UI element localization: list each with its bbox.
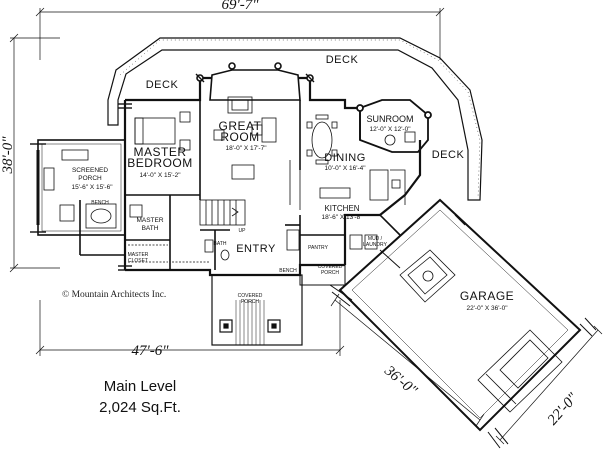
interior-walls (79, 100, 401, 270)
garage-walls (338, 198, 582, 432)
label-screened-porch-size: 15'-6" X 15'-6" (71, 184, 113, 191)
stair (199, 199, 246, 226)
label-covered-porch: COVERED (238, 293, 263, 299)
master-bed (134, 111, 191, 151)
label-kitchen-size: 18'-6" X 13'-8" (321, 214, 363, 221)
garage-truck (477, 329, 563, 413)
porch-furniture (43, 149, 89, 222)
bath-fixtures (85, 203, 230, 261)
room-labels: DECK DECK DECK GREAT ROOM 18'-0" X 17'-7… (71, 54, 514, 312)
garage-car (399, 249, 456, 303)
label-bench: BENCH (91, 200, 109, 206)
label-deck-right: DECK (432, 149, 465, 161)
label-kitchen: KITCHEN (324, 204, 359, 213)
label-dining: DINING (324, 152, 366, 164)
label-covered-porch-right: COVERED (318, 264, 343, 270)
label-deck-top: DECK (326, 54, 359, 66)
label-master-closet-2: CLOSET (128, 258, 148, 264)
dim-left: 38'-0" (0, 136, 16, 175)
dim-top: 69'-7" (221, 0, 259, 13)
label-great-room-size: 18'-0" X 17'-7" (225, 145, 267, 152)
label-garage-size: 22'-0" X 36'-0" (466, 305, 508, 312)
great-room-furniture (213, 96, 301, 210)
label-covered-porch-right-2: PORCH (321, 270, 339, 276)
screened-porch-walls (36, 139, 126, 236)
kitchen-counters (319, 169, 406, 205)
label-master-bedroom: MASTER (133, 145, 186, 159)
label-entry: ENTRY (236, 243, 276, 255)
label-bench-2: BENCH (279, 268, 297, 274)
label-great-room-2: ROOM (220, 130, 259, 144)
label-covered-porch-2: PORCH (241, 299, 259, 305)
dim-garage-length: 36'-0" (380, 362, 420, 399)
label-master-bedroom-size: 14'-0" X 15'-2" (139, 172, 181, 179)
label-master-bath-2: BATH (142, 225, 159, 232)
left-dimension-line (9, 33, 60, 273)
label-pantry: PANTRY (308, 245, 328, 251)
label-bath: BATH (214, 241, 227, 247)
house-log-ends (30, 73, 315, 271)
label-master-bedroom-2: BEDROOM (127, 156, 193, 170)
dim-garage-width: 22'-0" (545, 390, 582, 429)
garage-width-dimension (495, 325, 603, 445)
label-mud-laundry-2: LAUNDRY (363, 242, 387, 248)
label-screened-porch-2: PORCH (78, 175, 102, 182)
label-garage: GARAGE (460, 289, 514, 303)
label-screened-porch: SCREENED (72, 167, 108, 174)
sunroom-furniture (384, 131, 416, 146)
label-master-bath: MASTER (136, 217, 163, 224)
label-up: UP (239, 228, 247, 234)
label-deck-left: DECK (146, 79, 179, 91)
caption-area: 2,024 Sq.Ft. (99, 399, 181, 416)
covered-porch-side (299, 264, 346, 286)
pantry-shelves (286, 229, 378, 251)
garage-log-ends (329, 284, 597, 449)
label-sunroom-size: 12'-0" X 12'-0" (369, 126, 411, 133)
label-master-closet: MASTER (128, 252, 149, 258)
great-room-bay (196, 62, 314, 101)
closet-rods (128, 244, 210, 263)
dim-bottom: 47'-6" (131, 343, 169, 359)
label-dining-size: 10'-0" X 16'-4" (324, 165, 366, 172)
top-dimension-line (35, 7, 445, 60)
garage-length-dimension (330, 293, 485, 427)
label-sunroom: SUNROOM (367, 114, 414, 124)
dining-table (306, 114, 338, 165)
label-mud-laundry: MUD / (368, 236, 383, 242)
copyright-text: © Mountain Architects Inc. (62, 290, 167, 300)
deck-railing (107, 37, 483, 201)
caption-level: Main Level (103, 378, 177, 395)
sunroom-walls (356, 99, 432, 153)
covered-porch-front (211, 274, 303, 346)
bottom-dimension-line (35, 300, 345, 356)
label-great-room: GREAT (219, 119, 262, 133)
